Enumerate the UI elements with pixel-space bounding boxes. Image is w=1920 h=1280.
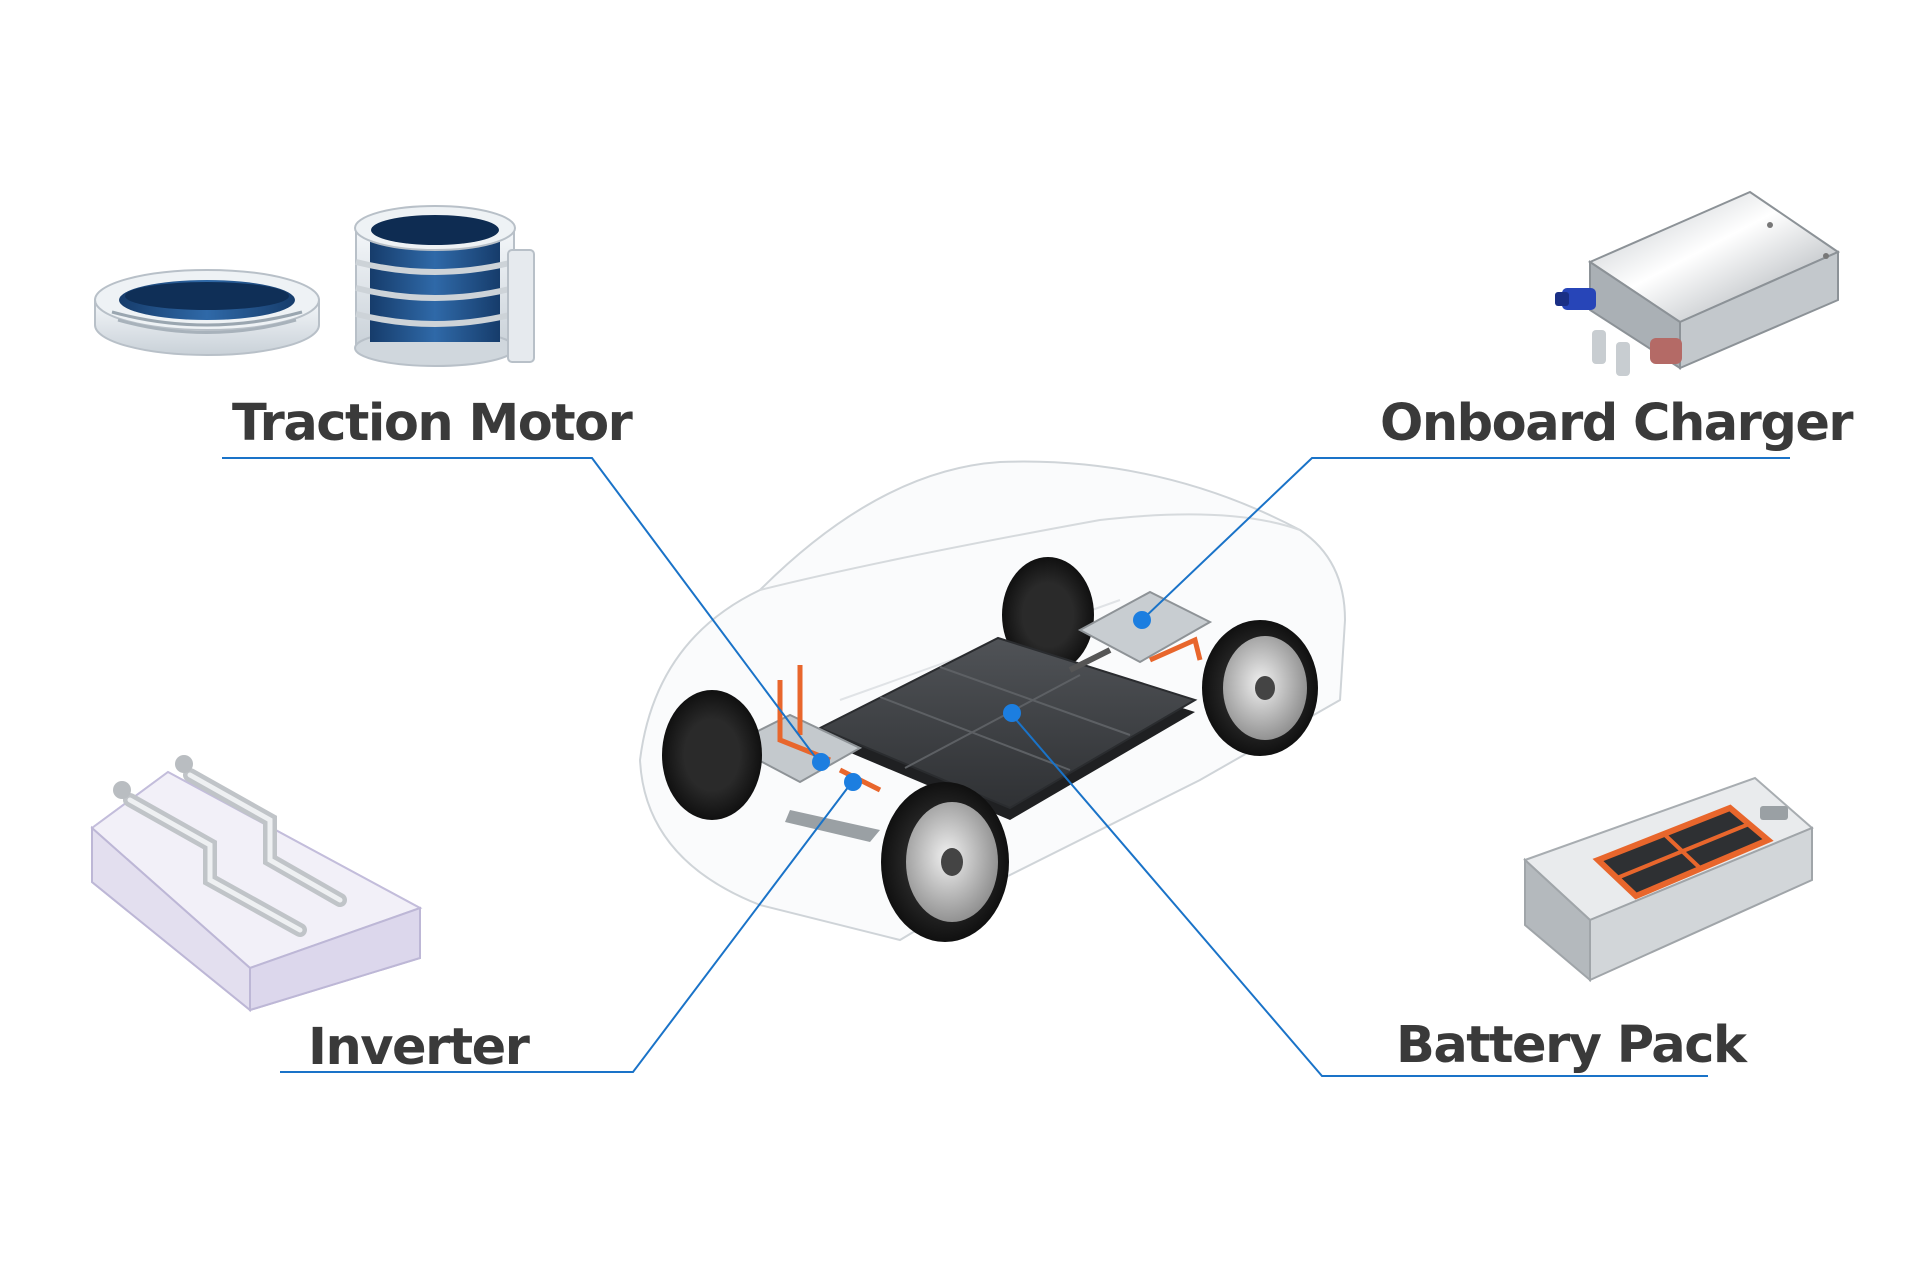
- inverter-marker-dot: [844, 773, 862, 791]
- inverter-label: Inverter: [308, 1018, 530, 1077]
- battery-pack-leader-line: [1011, 714, 1708, 1077]
- traction-motor-leader-line: [222, 457, 820, 763]
- inverter-leader-line: [280, 781, 853, 1073]
- onboard-charger-marker-dot: [1133, 611, 1151, 629]
- electric-vehicle-chassis: [638, 460, 1347, 942]
- front-left-wheel: [662, 690, 762, 820]
- battery-pack-label: Battery Pack: [1396, 1016, 1747, 1075]
- motor-cooling-ring-flat: [94, 269, 320, 356]
- motor-cooling-ring-tall: [354, 205, 535, 367]
- battery-pack-marker-dot: [1003, 704, 1021, 722]
- leader-lines: [222, 457, 1790, 1077]
- onboard-charger-product-image: [1555, 190, 1841, 376]
- traction-motor-label: Traction Motor: [232, 394, 633, 453]
- rear-right-wheel: [1202, 620, 1318, 756]
- onboard-charger-label: Onboard Charger: [1380, 394, 1854, 453]
- battery-tray: [817, 636, 1198, 820]
- traction-motor-product-image: [94, 205, 535, 367]
- component-markers: [812, 611, 1151, 791]
- rear-left-wheel: [1002, 557, 1094, 673]
- traction-motor-marker-dot: [812, 753, 830, 771]
- inverter-product-image: [90, 755, 423, 1013]
- onboard-charger-leader-line: [1141, 457, 1790, 621]
- battery-pack-product-image: [1523, 776, 1814, 983]
- front-right-wheel: [881, 782, 1009, 942]
